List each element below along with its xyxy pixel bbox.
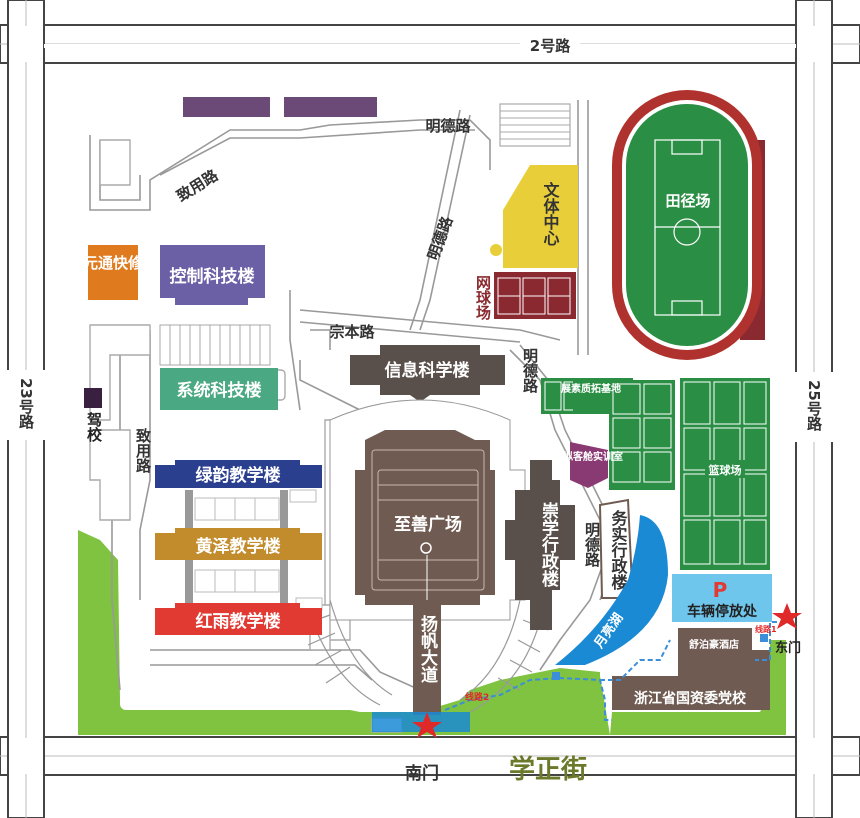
control-building-label: 控制科技楼 [170, 266, 255, 287]
driving-school[interactable]: 驾校 [84, 388, 103, 443]
huangze-building-label: 黄泽教学楼 [196, 536, 281, 557]
zhiyong-top-label: 致用路 [173, 166, 222, 206]
basketball-label: 篮球场 [708, 463, 742, 477]
yangfan-avenue[interactable]: 扬帆大道 [413, 555, 441, 715]
party-school-compound[interactable]: 舒泊豪酒店 浙江省国资委党校 [612, 628, 770, 710]
parking-icon: P [713, 578, 728, 602]
driving-school-label: 驾校 [85, 411, 103, 443]
lvyun-building-label: 绿韵教学楼 [196, 465, 281, 486]
plaza-label: 至善广场 [394, 514, 462, 535]
expansion-base[interactable]: 展素质拓基地 [561, 378, 621, 414]
admin-building-label: 崇学行政楼 [538, 502, 560, 588]
hongyu-building-label: 红雨教学楼 [196, 611, 281, 632]
mingde-top-label: 明德路 [425, 117, 471, 135]
route-arrow-icon [552, 672, 560, 680]
yangfan-label: 扬帆大道 [417, 614, 438, 683]
zhiyong-west-label: 致用路 [134, 427, 152, 473]
hotel-label: 舒泊豪酒店 [689, 638, 739, 651]
info-building-label: 信息科学楼 [385, 360, 470, 381]
cabin-training[interactable]: 模拟客舱实训室 [553, 442, 623, 488]
gate-star-icon [772, 603, 802, 629]
tennis-court-label: 网球场 [474, 275, 492, 321]
sports-courts[interactable]: 篮球场 [541, 378, 770, 570]
green-spaces [78, 530, 786, 735]
yuantong-repair[interactable]: 元通快修 [83, 245, 144, 300]
info-building[interactable]: 信息科学楼 [350, 345, 505, 402]
zongben-label: 宗本路 [329, 323, 375, 341]
south-gate-label: 南门 [405, 763, 439, 784]
yuantong-label: 元通快修 [83, 254, 144, 272]
mingde-east-label: 明德路 [583, 522, 601, 567]
lvyun-building[interactable]: 绿韵教学楼 [155, 460, 322, 488]
parking-area[interactable]: P 车辆停放处 [672, 574, 772, 622]
culture-center[interactable]: 文体中心 [490, 165, 578, 268]
admin-building[interactable]: 崇学行政楼 [505, 460, 575, 630]
control-building[interactable]: 控制科技楼 [160, 245, 265, 305]
south-street-label: 学正街 [509, 754, 587, 785]
culture-center-label: 文体中心 [541, 181, 560, 246]
east-road-label: 25号路 [805, 380, 823, 431]
mingde-mid-label: 明德路 [521, 348, 539, 393]
north-strips [183, 97, 571, 147]
tennis-court[interactable]: 网球场 [474, 272, 576, 321]
wushi-building-label: 务实行政楼 [609, 509, 629, 591]
parking-label: 车辆停放处 [687, 603, 758, 620]
route-2[interactable]: 线路2 [444, 639, 671, 721]
hongyu-building[interactable]: 红雨教学楼 [155, 603, 322, 635]
expansion-base-label: 展素质拓基地 [561, 382, 621, 395]
road-labels: 2号路 23号路 25号路 学正街 明德路 明德路 明德路 明德路 致用路 致用… [0, 35, 838, 785]
wushi-building[interactable]: 务实行政楼 [598, 498, 634, 599]
route-1[interactable]: 线路1 [755, 621, 785, 661]
route-arrow-icon [760, 634, 768, 642]
system-building[interactable]: 系统科技楼 [159, 324, 278, 410]
party-school-label: 浙江省国资委党校 [634, 690, 747, 707]
gate-star-icon [412, 712, 442, 738]
plaza[interactable]: 至善广场 [329, 399, 526, 621]
huangze-building[interactable]: 黄泽教学楼 [155, 528, 322, 560]
track-field-label: 田径场 [665, 192, 710, 210]
route-1-label: 线路1 [755, 624, 777, 634]
track-field[interactable]: 田径场 [612, 90, 765, 360]
system-building-label: 系统科技楼 [177, 380, 262, 401]
mingde-diag-label: 明德路 [424, 213, 457, 262]
east-gate-label: 东门 [775, 640, 801, 656]
route-2-label: 线路2 [465, 691, 489, 703]
east-gate[interactable]: 东门 [772, 603, 802, 656]
south-gate[interactable]: 南门 [372, 712, 470, 784]
cabin-training-label: 模拟客舱实训室 [553, 450, 623, 463]
north-road-label: 2号路 [530, 37, 571, 55]
west-road-label: 23号路 [17, 378, 35, 429]
